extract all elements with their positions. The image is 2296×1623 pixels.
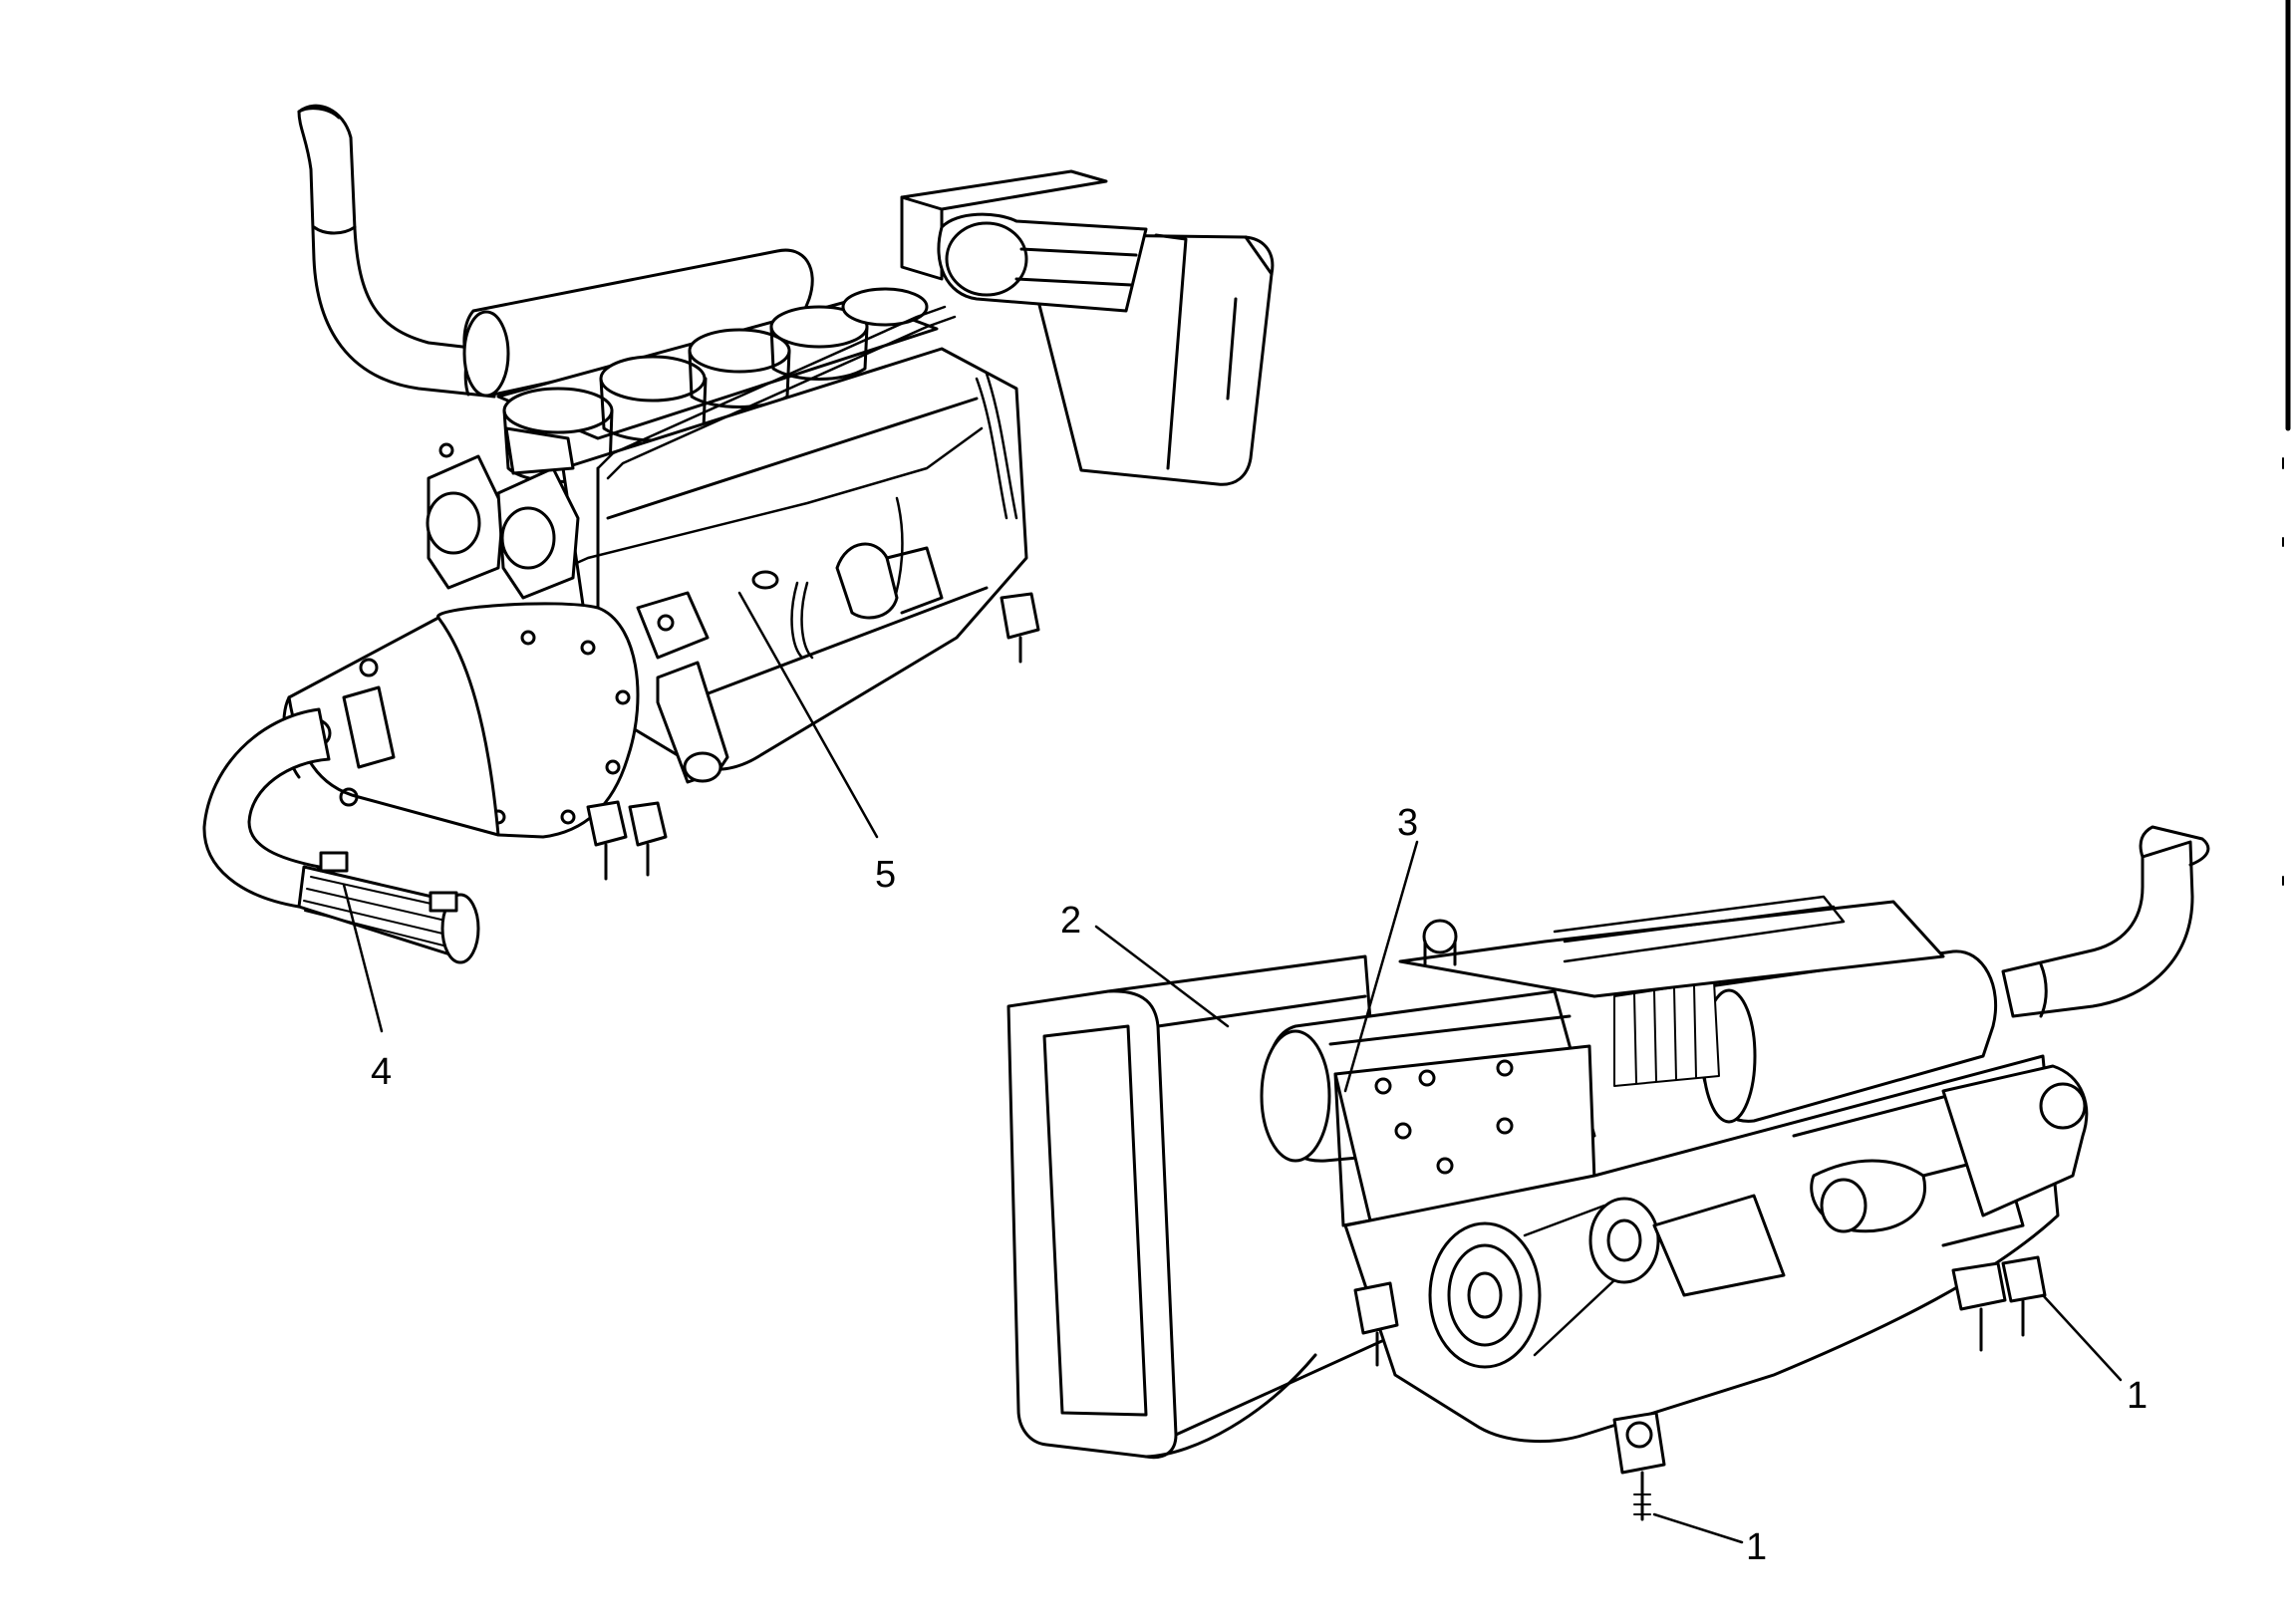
muffler-top-left	[462, 248, 814, 398]
cylinder-heads-right	[1398, 895, 1945, 998]
leader-line-1-right	[2041, 1293, 2123, 1382]
callout-labels: 1 1 2 3 4 5	[371, 802, 2148, 1568]
leader-lines	[342, 591, 2123, 1544]
transmission-housing-right	[1941, 1064, 2089, 1217]
cylinder-heads-top-left	[496, 287, 939, 483]
engine-mounts-right	[1353, 1255, 2047, 1521]
exhaust-pipe-right	[2001, 825, 2210, 1018]
leader-line-2	[1094, 925, 1230, 1028]
callout-5: 5	[875, 854, 896, 896]
callout-3: 3	[1397, 802, 1418, 844]
corrugated-hose-right	[1613, 980, 1720, 1087]
inlet-elbow-hose	[202, 707, 480, 964]
intake-duct	[1006, 954, 1397, 1460]
page-edge	[2282, 0, 2291, 886]
injection-pump-top-left	[835, 542, 944, 620]
leader-line-1-bottom	[1652, 1512, 1744, 1544]
engine-top-left-drawing	[202, 104, 1275, 964]
callout-2: 2	[1060, 900, 1081, 942]
fuel-filters-top-left	[426, 426, 580, 600]
belt-pulleys-right	[1428, 1194, 1786, 1369]
engine-bottom-right-drawing	[1006, 825, 2210, 1521]
mounting-bracket	[1333, 1044, 1596, 1227]
leader-line-4	[342, 883, 384, 1033]
callout-4: 4	[371, 1051, 392, 1093]
callout-1-right: 1	[2127, 1375, 2148, 1417]
air-cleaner-canister	[937, 212, 1148, 313]
leader-line-5	[737, 591, 879, 839]
flywheel-housing-top-left	[282, 602, 640, 839]
leader-line-3	[1343, 840, 1419, 1093]
injection-lines-top-left	[541, 305, 1018, 660]
engine-mounts-top-left	[586, 592, 1040, 881]
starter-top-left	[636, 591, 729, 784]
engine-block-top-left	[561, 347, 1028, 771]
callout-1-bottom: 1	[1746, 1526, 1767, 1568]
